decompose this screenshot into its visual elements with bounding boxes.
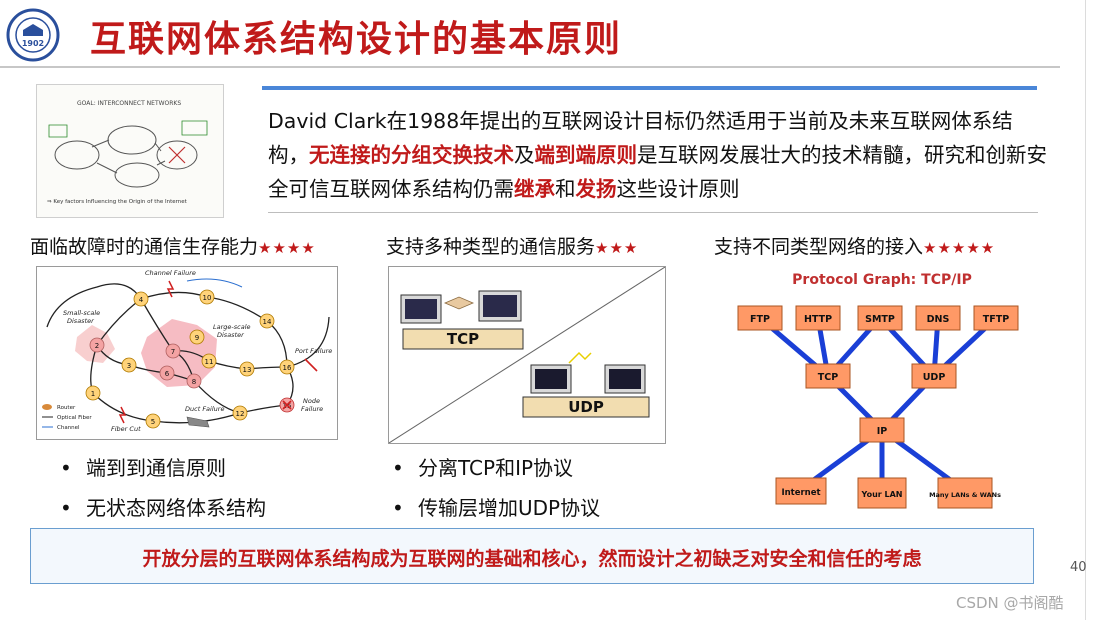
star-rating: ★★★★★ <box>923 239 996 257</box>
column-heading-text: 支持不同类型网络的接入 <box>714 236 924 258</box>
node-label: 1 <box>91 390 95 398</box>
bullet-item: •无状态网络体系结构 <box>60 496 266 520</box>
page-number: 40 <box>1070 560 1087 575</box>
logo-year: 1902 <box>22 39 44 48</box>
intro-text-5: 这些设计原则 <box>616 177 740 201</box>
university-logo: 1902 <box>6 8 60 62</box>
intro-highlight-end-to-end: 端到端原则 <box>534 143 638 167</box>
label-node-failure: Node <box>303 397 320 405</box>
box-ip: IP <box>877 426 888 437</box>
intro-highlight-packet-switching: 无连接的分组交换技术 <box>309 143 514 167</box>
star-rating: ★★★ <box>595 239 639 257</box>
label-channel-failure: Channel Failure <box>145 269 196 277</box>
node-label: 8 <box>192 378 196 386</box>
box-smtp: SMTP <box>865 314 895 325</box>
node-label: 12 <box>236 410 245 418</box>
box-internet: Internet <box>781 488 820 498</box>
page-title: 互联网体系结构设计的基本原则 <box>90 19 623 60</box>
legend-router: Router <box>57 405 76 411</box>
label-duct-failure: Duct Failure <box>185 405 224 413</box>
slide-edge <box>1085 0 1086 620</box>
intro-text-2: 及 <box>514 143 535 167</box>
tcp-label: TCP <box>447 330 479 348</box>
legend-channel: Channel <box>57 425 80 431</box>
title-divider <box>0 66 1060 68</box>
column-heading-text: 支持多种类型的通信服务 <box>386 236 596 258</box>
node-label: 11 <box>205 358 214 366</box>
box-tftp: TFTP <box>983 314 1009 325</box>
bullet-text: 端到到通信原则 <box>86 456 226 480</box>
label-fiber-cut: Fiber Cut <box>111 425 141 433</box>
protocol-graph: Protocol Graph: TCP/IP FTP HTTP SMTP DNS… <box>736 266 1028 524</box>
summary-text: 开放分层的互联网体系结构成为互联网的基础和核心，然而设计之初缺乏对安全和信任的考… <box>142 548 922 570</box>
intro-paragraph: David Clark在1988年提出的互联网设计目标仍然适用于当前及未来互联网… <box>268 104 1048 206</box>
node-label: 4 <box>139 296 144 304</box>
watermark: CSDN @书阁酷 <box>956 594 1064 612</box>
node-label: 5 <box>151 418 155 426</box>
intro-text-4: 和 <box>555 177 576 201</box>
node-label: 13 <box>243 366 252 374</box>
label-small-disaster: Disaster <box>67 317 95 325</box>
column-heading-survivability: 面临故障时的通信生存能力★★★★ <box>30 232 316 259</box>
tcp-udp-figure: TCP UDP <box>388 266 666 444</box>
protocol-graph-title: Protocol Graph: TCP/IP <box>792 272 972 288</box>
label-port-failure: Port Failure <box>295 347 332 355</box>
column-heading-services: 支持多种类型的通信服务★★★ <box>386 232 638 259</box>
intro-text-3: 是互联网发展壮大的技术精髓，研究和创新安全可信互联网体系结构仍需 <box>268 143 1047 201</box>
column-heading-text: 面临故障时的通信生存能力 <box>30 236 259 258</box>
bullet-text: 传输层增加UDP协议 <box>418 496 601 520</box>
whiteboard-caption-top: GOAL: INTERCONNECT NETWORKS <box>77 100 181 107</box>
box-many-lans-wans: Many LANs & WANs <box>929 491 1001 499</box>
node-label: 6 <box>165 370 170 378</box>
bullet-text: 无状态网络体系结构 <box>86 496 266 520</box>
label-large-scale: Large-scale <box>213 323 251 331</box>
box-tcp: TCP <box>818 372 838 383</box>
intro-text-1: David Clark在1988年提出的互联网设计目标仍然适用于当前及未来互联网… <box>268 109 1013 167</box>
label-node-failure-2: Failure <box>301 405 323 413</box>
intro-highlight-develop: 发扬 <box>575 177 617 201</box>
udp-label: UDP <box>568 398 604 416</box>
legend-fiber: Optical Fiber <box>57 415 92 421</box>
bullet-text: 分离TCP和IP协议 <box>418 456 574 480</box>
box-ftp: FTP <box>750 314 770 325</box>
node-label: 10 <box>203 294 212 302</box>
node-label: 7 <box>171 348 175 356</box>
star-rating: ★★★★ <box>258 239 316 257</box>
whiteboard-image: GOAL: INTERCONNECT NETWORKS ⇒ Key factor… <box>36 84 224 218</box>
box-http: HTTP <box>804 314 832 325</box>
whiteboard-caption-bottom: ⇒ Key factors Influencing the Origin of … <box>47 199 188 205</box>
summary-box <box>30 528 1034 584</box>
intro-highlight-inherit: 继承 <box>514 177 555 201</box>
accent-bar <box>262 86 1037 90</box>
label-large-disaster: Disaster <box>217 331 245 339</box>
bullet-item: •传输层增加UDP协议 <box>392 496 601 520</box>
label-small-scale: Small-scale <box>63 309 100 317</box>
network-failure-diagram: 1 2 3 4 5 6 7 8 9 10 11 12 13 14 15 16 C… <box>36 266 338 440</box>
node-label: 14 <box>263 318 272 326</box>
box-your-lan: Your LAN <box>861 490 903 499</box>
node-label: 9 <box>195 334 199 342</box>
node-label: 2 <box>95 342 99 350</box>
column-heading-networks: 支持不同类型网络的接入★★★★★ <box>714 232 995 259</box>
bullet-item: •分离TCP和IP协议 <box>392 456 574 480</box>
node-label: 16 <box>283 364 292 372</box>
node-label: 3 <box>127 362 131 370</box>
box-udp: UDP <box>923 372 946 383</box>
bullet-item: •端到到通信原则 <box>60 456 226 480</box>
paragraph-divider <box>268 212 1038 213</box>
box-dns: DNS <box>927 314 950 325</box>
